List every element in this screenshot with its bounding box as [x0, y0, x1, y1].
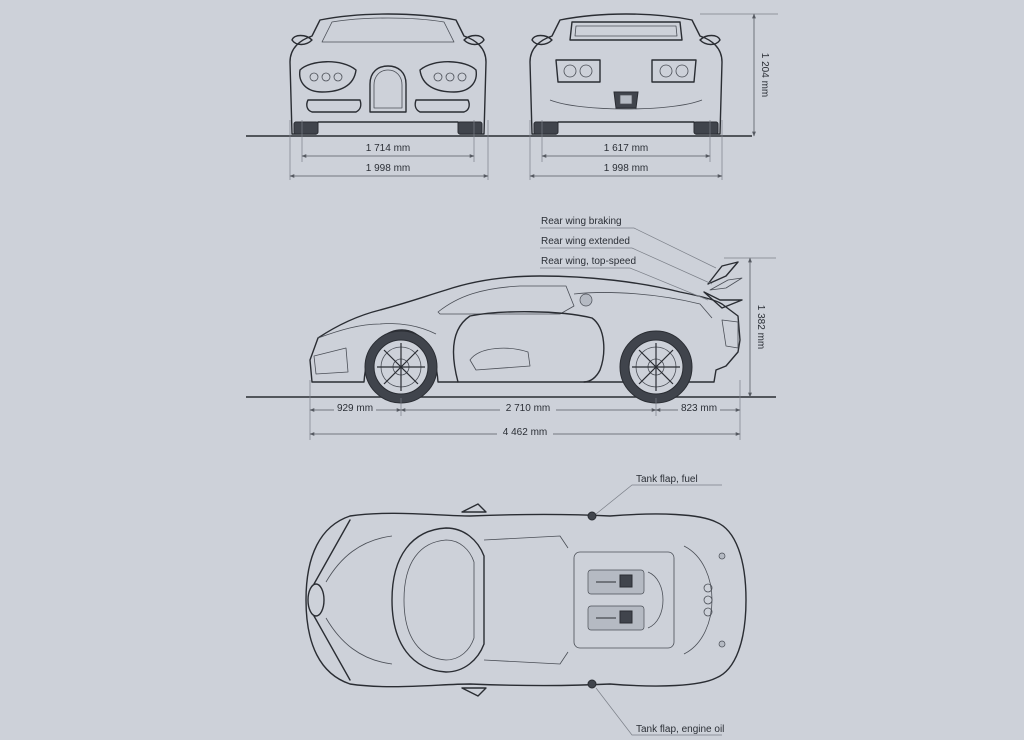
rear-wing: [569, 21, 683, 41]
top-canopy-inner: [403, 539, 475, 661]
engine-block: [587, 569, 664, 631]
leader-rear-wing-extended: [540, 247, 713, 285]
rear-body-outline: [529, 13, 723, 135]
tank-callout-leaders: [595, 484, 722, 736]
top-grille: [307, 583, 325, 617]
rear-overhang-label: 823 mm: [681, 403, 717, 414]
height-label: 1 204 mm: [759, 53, 770, 97]
front-body-outline: [289, 13, 487, 135]
top-nose-lines: [313, 519, 351, 681]
side-rear-wheel: [619, 330, 693, 404]
rear-diffuser: [549, 99, 703, 110]
side-seat: [469, 347, 531, 371]
wing-callout-leaders: [540, 227, 717, 301]
side-headlight: [313, 347, 349, 375]
right-taillights: [651, 59, 697, 83]
front-fender-line: [317, 323, 437, 339]
front-left-mirror: [291, 34, 313, 46]
top-right-mirror: [461, 687, 487, 697]
rear-track-label: 1 617 mm: [604, 143, 648, 154]
leader-rear-wing-top-speed: [540, 267, 709, 301]
front-view: [246, 13, 752, 137]
rear-light-right: [718, 640, 726, 648]
rear-wing-top-speed-shape: [703, 291, 743, 309]
top-view: [305, 503, 747, 697]
horseshoe-grille: [369, 65, 407, 113]
grille-inner: [373, 69, 403, 109]
front-width-label: 1 998 mm: [366, 163, 410, 174]
tank-flap-oil-marker: [587, 679, 597, 689]
left-headlight: [299, 61, 357, 93]
left-taillights: [555, 59, 601, 83]
right-intake: [414, 99, 470, 113]
front-overhang-label: 929 mm: [337, 403, 373, 414]
side-air-intake: [579, 293, 593, 307]
leader-tank-flap-fuel: [595, 484, 722, 515]
leader-rear-wing-braking: [540, 227, 717, 269]
top-canopy: [391, 527, 485, 673]
side-front-wheel: [364, 330, 438, 404]
front-windscreen: [321, 17, 455, 43]
rear-width-label: 1 998 mm: [604, 163, 648, 174]
rear-left-mirror: [531, 34, 553, 46]
rear-wing-inner: [574, 25, 678, 37]
tank-flap-engine-oil-label: Tank flap, engine oil: [636, 724, 724, 735]
side-c-curve: [452, 311, 605, 383]
right-headlight: [419, 61, 477, 93]
wheelbase-label: 2 710 mm: [506, 403, 550, 414]
front-right-mirror: [463, 34, 485, 46]
side-height-label: 1 382 mm: [755, 305, 766, 349]
engine-cover-line: [573, 292, 713, 319]
left-intake: [306, 99, 362, 113]
front-left-tyre: [293, 121, 319, 135]
rear-wing-extended-shape: [709, 277, 743, 291]
rear-view: [529, 13, 723, 135]
front-track-label: 1 714 mm: [366, 143, 410, 154]
top-body-outline: [305, 512, 747, 688]
side-taillight: [721, 319, 739, 349]
leader-tank-flap-oil: [595, 687, 722, 736]
length-label: 4 462 mm: [503, 427, 547, 438]
rear-wing-extended-label: Rear wing extended: [541, 236, 630, 247]
top-roof-lines: [483, 535, 569, 665]
front-rear-dimensions: [289, 13, 778, 180]
rear-light-left: [718, 552, 726, 560]
top-left-mirror: [461, 503, 487, 513]
rear-wing-braking-shape: [707, 261, 739, 285]
rear-right-mirror: [699, 34, 721, 46]
engine-bay: [573, 551, 675, 649]
rear-wing-top-speed-label: Rear wing, top-speed: [541, 256, 636, 267]
side-window: [437, 285, 575, 315]
rear-right-tyre: [693, 121, 719, 135]
tank-flap-fuel-label: Tank flap, fuel: [636, 474, 698, 485]
top-hood-lines: [325, 535, 393, 665]
rear-wing-braking-label: Rear wing braking: [541, 216, 622, 227]
front-right-tyre: [457, 121, 483, 135]
tank-flap-fuel-marker: [587, 511, 597, 521]
exhaust-inner: [619, 94, 633, 105]
rear-left-tyre: [533, 121, 559, 135]
top-rear-deck-line: [683, 545, 713, 655]
side-view: [246, 261, 776, 404]
